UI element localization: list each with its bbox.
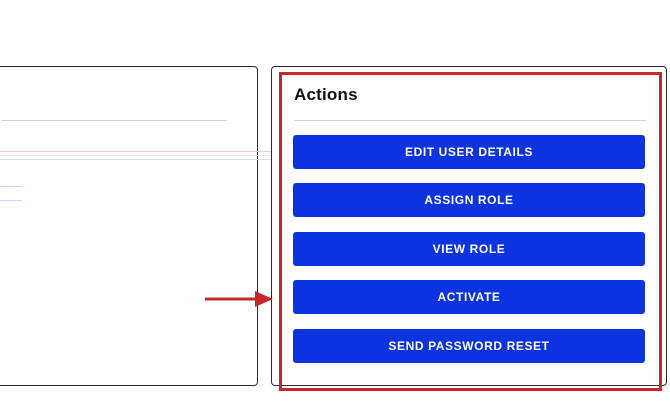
assign-role-button[interactable]: ASSIGN ROLE <box>293 183 645 217</box>
edit-user-details-button[interactable]: EDIT USER DETAILS <box>293 135 645 169</box>
actions-title: Actions <box>294 85 358 104</box>
activate-button[interactable]: ACTIVATE <box>293 280 645 314</box>
render-artifact <box>0 200 22 201</box>
actions-card: Actions EDIT USER DETAILS ASSIGN ROLE VI… <box>271 66 667 386</box>
actions-divider <box>294 120 646 121</box>
details-divider <box>1 120 227 121</box>
highlight-annotation-box <box>279 72 662 391</box>
render-artifact <box>0 151 335 152</box>
right-arrow-icon <box>205 291 273 307</box>
render-artifact <box>0 186 22 187</box>
render-artifact <box>0 159 320 160</box>
view-role-button[interactable]: VIEW ROLE <box>293 232 645 266</box>
send-password-reset-button[interactable]: SEND PASSWORD RESET <box>293 329 645 363</box>
details-card <box>0 66 258 386</box>
render-artifact <box>0 155 330 156</box>
